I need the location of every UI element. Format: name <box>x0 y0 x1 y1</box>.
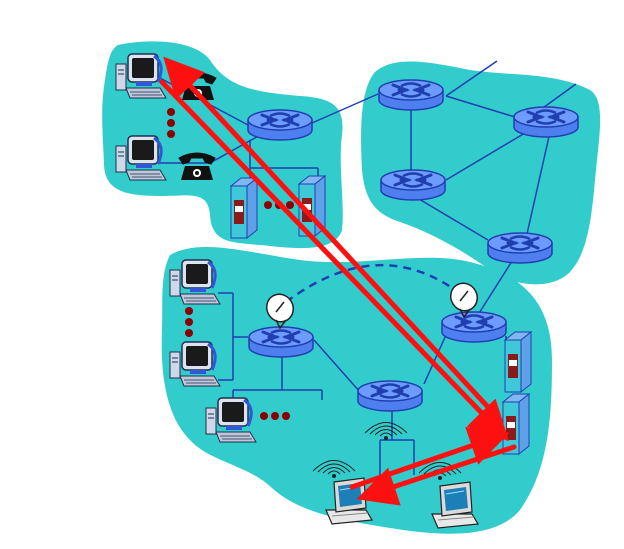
highlighted-path-server-to-laptop <box>349 426 517 506</box>
server-icon <box>504 331 532 393</box>
satellite-link <box>285 263 463 304</box>
router-icon <box>247 325 315 359</box>
router-icon <box>512 105 580 139</box>
router-icon <box>486 231 554 265</box>
server-icon <box>502 393 530 455</box>
ellipsis-dots-icon <box>167 108 294 420</box>
highlighted-path-desktop-to-server <box>159 56 509 442</box>
router-icon <box>377 78 445 112</box>
server-icon <box>230 177 258 239</box>
router-icon <box>440 310 508 344</box>
router-icon <box>356 379 424 413</box>
router-icon <box>379 168 447 202</box>
router-icon <box>246 108 314 142</box>
network-links <box>159 60 577 475</box>
